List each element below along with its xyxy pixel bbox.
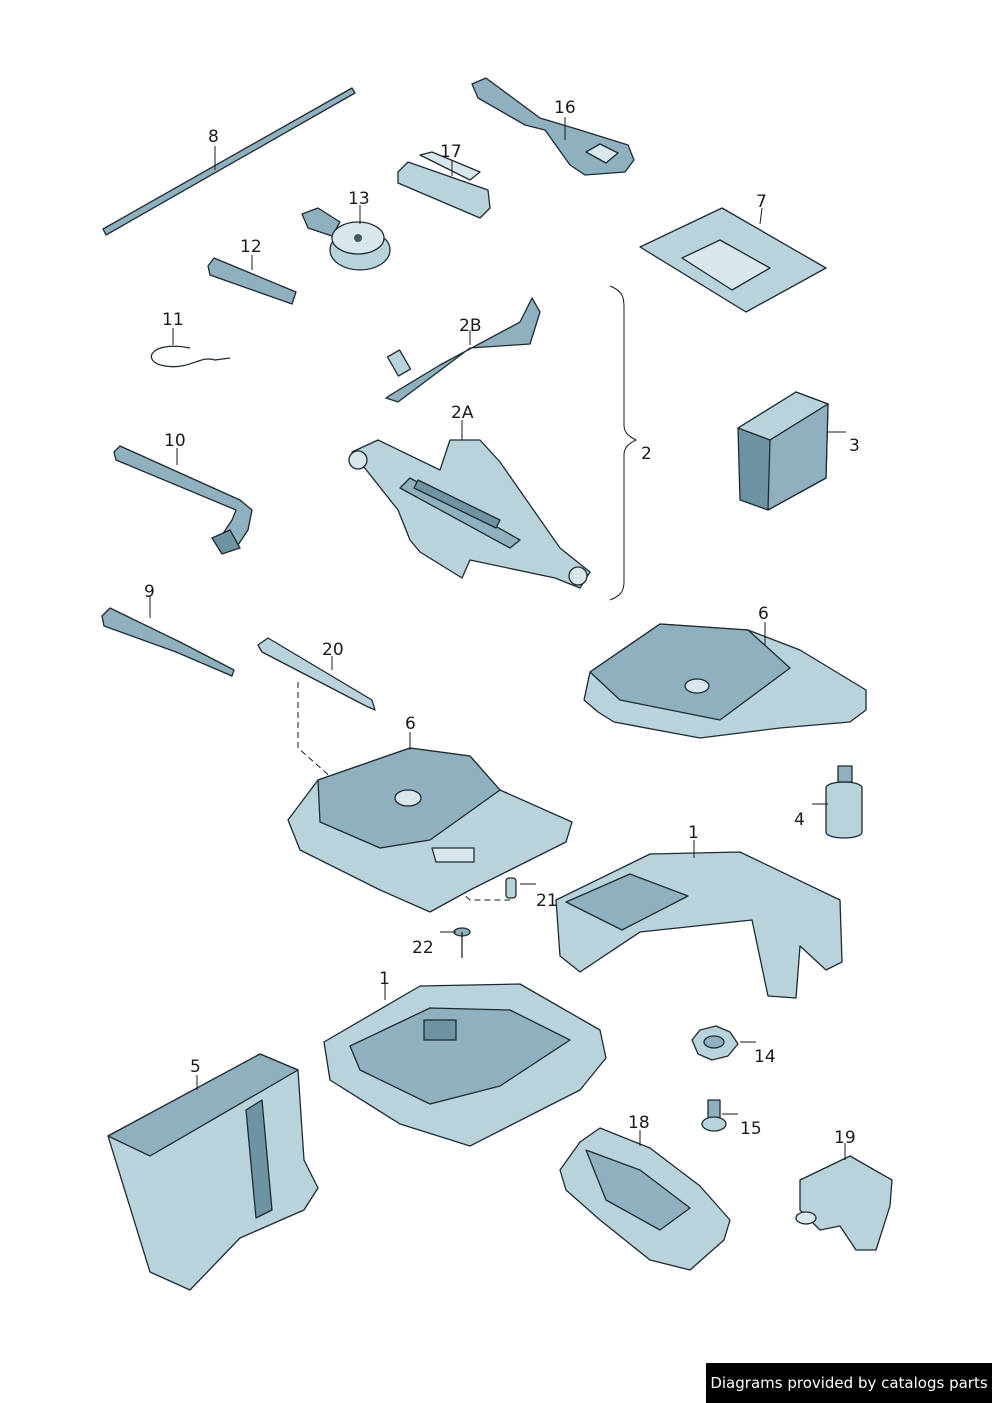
label-21: 21 — [536, 891, 558, 911]
part-17-clip — [397, 151, 491, 219]
part-2B-crank — [385, 297, 541, 403]
part-16-towing-eye — [471, 77, 635, 176]
label-1-upper: 1 — [688, 823, 699, 843]
label-20: 20 — [322, 640, 344, 660]
label-12: 12 — [240, 237, 262, 257]
part-5-side-panel — [107, 1053, 319, 1291]
label-11: 11 — [162, 310, 184, 330]
part-14-cap-nut — [691, 1025, 756, 1061]
label-8: 8 — [208, 127, 219, 147]
part-8-rod — [102, 87, 356, 236]
part-4-bottle — [812, 765, 863, 839]
label-10: 10 — [164, 431, 186, 451]
group-2-bracket — [609, 285, 638, 601]
part-12-pin — [207, 255, 297, 305]
footer-credit: Diagrams provided by catalogs parts — [706, 1363, 992, 1403]
part-22-rivet — [440, 927, 471, 958]
label-14: 14 — [754, 1047, 776, 1067]
part-13-tire-gauge — [301, 205, 391, 271]
label-18: 18 — [628, 1113, 650, 1133]
label-2B: 2B — [459, 316, 481, 336]
label-15: 15 — [740, 1119, 762, 1139]
part-6-upper-cover — [583, 622, 867, 739]
footer-text: Diagrams provided by catalogs parts — [710, 1374, 988, 1392]
label-19: 19 — [834, 1128, 856, 1148]
label-1-lower: 1 — [379, 969, 390, 989]
label-13: 13 — [348, 189, 370, 209]
part-10-wheel-wrench — [113, 445, 253, 555]
part-7-plate — [639, 207, 827, 313]
part-15-bolt — [701, 1099, 738, 1132]
part-9-screwdriver — [101, 596, 235, 677]
label-9: 9 — [144, 582, 155, 602]
part-21-sleeve — [505, 877, 536, 899]
label-2: 2 — [641, 444, 652, 464]
label-3: 3 — [849, 436, 860, 456]
label-6-lower: 6 — [405, 714, 416, 734]
part-11-spring-clip — [150, 328, 231, 368]
label-5: 5 — [190, 1057, 201, 1077]
label-6-upper: 6 — [758, 604, 769, 624]
part-1-upper-insert — [555, 840, 843, 999]
part-19-bracket — [795, 1143, 893, 1251]
label-22: 22 — [412, 938, 434, 958]
label-7: 7 — [756, 192, 767, 212]
label-17: 17 — [440, 142, 462, 162]
part-6-lower-cover — [287, 732, 573, 913]
part-18-holder — [559, 1127, 731, 1271]
part-2A-jack — [348, 420, 591, 589]
part-3-compressor — [737, 391, 846, 511]
label-16: 16 — [554, 98, 576, 118]
label-4: 4 — [794, 810, 805, 830]
part-1-lower-insert — [323, 982, 607, 1147]
label-2A: 2A — [451, 403, 474, 423]
